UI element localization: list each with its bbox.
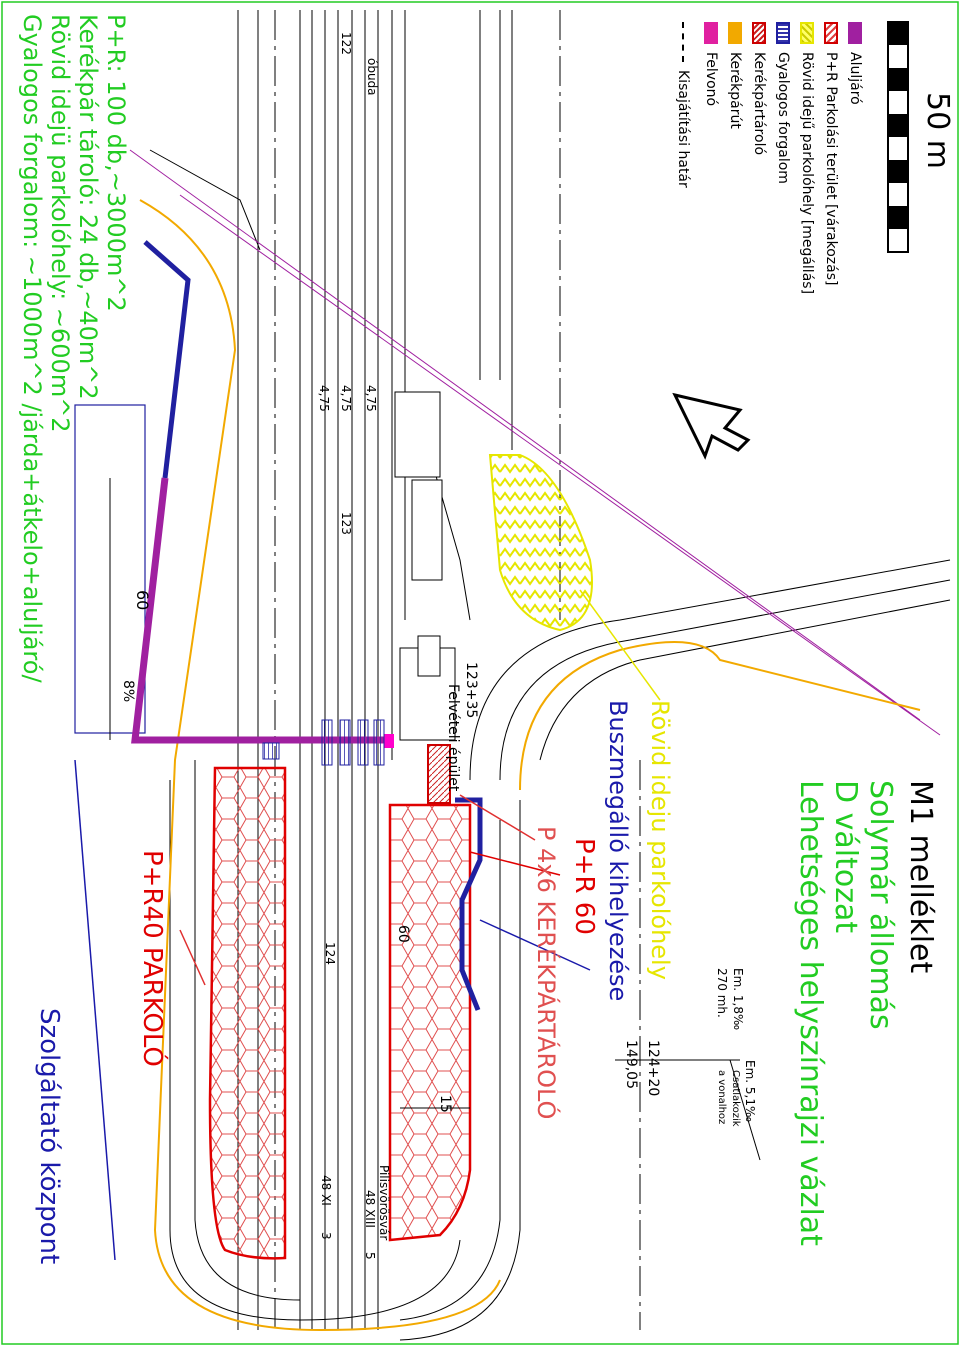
- pr-swatch-icon: [824, 22, 838, 44]
- obuda-label: óbuda: [365, 58, 379, 96]
- pedestrian-path: [143, 240, 483, 1011]
- elevation: 149,05: [623, 1040, 639, 1089]
- title-line3: D változat: [828, 780, 863, 934]
- bus-stop-label: Buszmegálló kihelyezése: [604, 700, 632, 1002]
- track-gap-3: 4,75: [317, 385, 331, 412]
- legend-exprop: Kisajátítási határ: [675, 22, 691, 188]
- ped-swatch-icon: [776, 22, 790, 44]
- bike-storage-label: P 4x6 KERÉKPÁRTÁROLÓ: [532, 826, 560, 1120]
- bike-swatch-icon: [752, 22, 766, 44]
- cycle-swatch-icon: [728, 22, 742, 44]
- underpass: [131, 477, 385, 744]
- lift: [384, 734, 394, 748]
- legend-cycle: Kerékpárút: [727, 22, 743, 129]
- scale-bar: [887, 21, 909, 253]
- short-swatch-icon: [800, 22, 814, 44]
- expropriation-lines: [129, 149, 941, 736]
- gradient1: Em. 1,8‰: [731, 968, 745, 1031]
- dim-15: 15: [437, 1095, 453, 1113]
- dim-8: 8%: [120, 680, 136, 703]
- legend-ped: Gyalogos forgalom: [775, 22, 791, 184]
- dim-60: 60: [133, 590, 152, 611]
- dim-60b: 60: [395, 925, 411, 943]
- dimension-lines: [109, 478, 761, 1161]
- signal-5: 5: [363, 1252, 377, 1260]
- legend-bike: Kerékpártároló: [751, 22, 767, 155]
- signal-3: 3: [319, 1232, 333, 1240]
- legend-underpass: Aluljáró: [847, 22, 863, 105]
- lift-swatch-icon: [704, 22, 718, 44]
- bike-storage-area: [427, 744, 451, 804]
- summary-line3: Rövid idejü parkolóhely: ~600m^2: [46, 14, 74, 433]
- pr60-parking-area: [388, 803, 472, 1242]
- legend-pr: P+R Parkolási terület [várakozás]: [823, 22, 839, 285]
- underpass-swatch-icon: [848, 22, 862, 44]
- legend-lift: Felvonó: [703, 22, 719, 106]
- title-line1: M1 melléklet: [903, 780, 938, 974]
- summary-line4: Gyalogos forgalom: ~1000m^2 /járda+átkel…: [18, 14, 46, 683]
- chainage-station: 123+35: [463, 662, 479, 719]
- gradient2: Em. 5,1‰: [743, 1060, 757, 1123]
- short-term-parking-area: [488, 454, 593, 632]
- km-123: 123: [339, 512, 353, 535]
- km-124: 124: [323, 942, 337, 965]
- crossings: [262, 719, 385, 766]
- track-gap-1: 4,75: [364, 385, 378, 412]
- km-122: 122: [339, 32, 353, 55]
- pilisvorosvar-label: Pilisvörösvár: [377, 1165, 391, 1241]
- chainage-124: 124+20: [645, 1040, 661, 1097]
- title-line4: Lehetséges helyszínrajzi vázlat: [793, 780, 828, 1246]
- connects-label-2: a vonalhoz: [716, 1070, 727, 1125]
- summary-line1: P+R: 100 db,~3000m^2: [102, 14, 130, 312]
- station-buildings: [394, 391, 456, 741]
- legend-short: Rövid idejű parkolóhely [megállás]: [799, 22, 815, 294]
- pr60-label: P+R 60: [569, 838, 599, 935]
- cycle-path: [139, 199, 921, 1332]
- summary-line2: Kerékpár tároló: 24 db,~40m^2: [74, 14, 102, 400]
- scale-label: 50 m: [920, 92, 955, 169]
- radius: 270 mh.: [715, 968, 729, 1018]
- exprop-swatch-icon: [682, 22, 684, 62]
- title-line2: Solymár állomás: [863, 780, 898, 1030]
- north-arrow: [672, 392, 751, 460]
- connects-label: Csatlakozik: [730, 1070, 741, 1127]
- pr40-label: P+R40 PARKOLÓ: [137, 850, 167, 1067]
- station-building-label: Felvételi épület: [445, 684, 461, 792]
- pr40-parking-area: [208, 766, 287, 1260]
- signal-48-xiii: 48 XIII: [363, 1190, 377, 1228]
- track-gap-2: 4,75: [339, 385, 353, 412]
- signal-48-xi: 48 XI: [319, 1175, 333, 1206]
- annotation-arrows: [74, 759, 591, 1261]
- service-center-label: Szolgáltató központ: [34, 1008, 64, 1265]
- short-parking-label: Rövid ideju parkolóhely: [646, 700, 674, 980]
